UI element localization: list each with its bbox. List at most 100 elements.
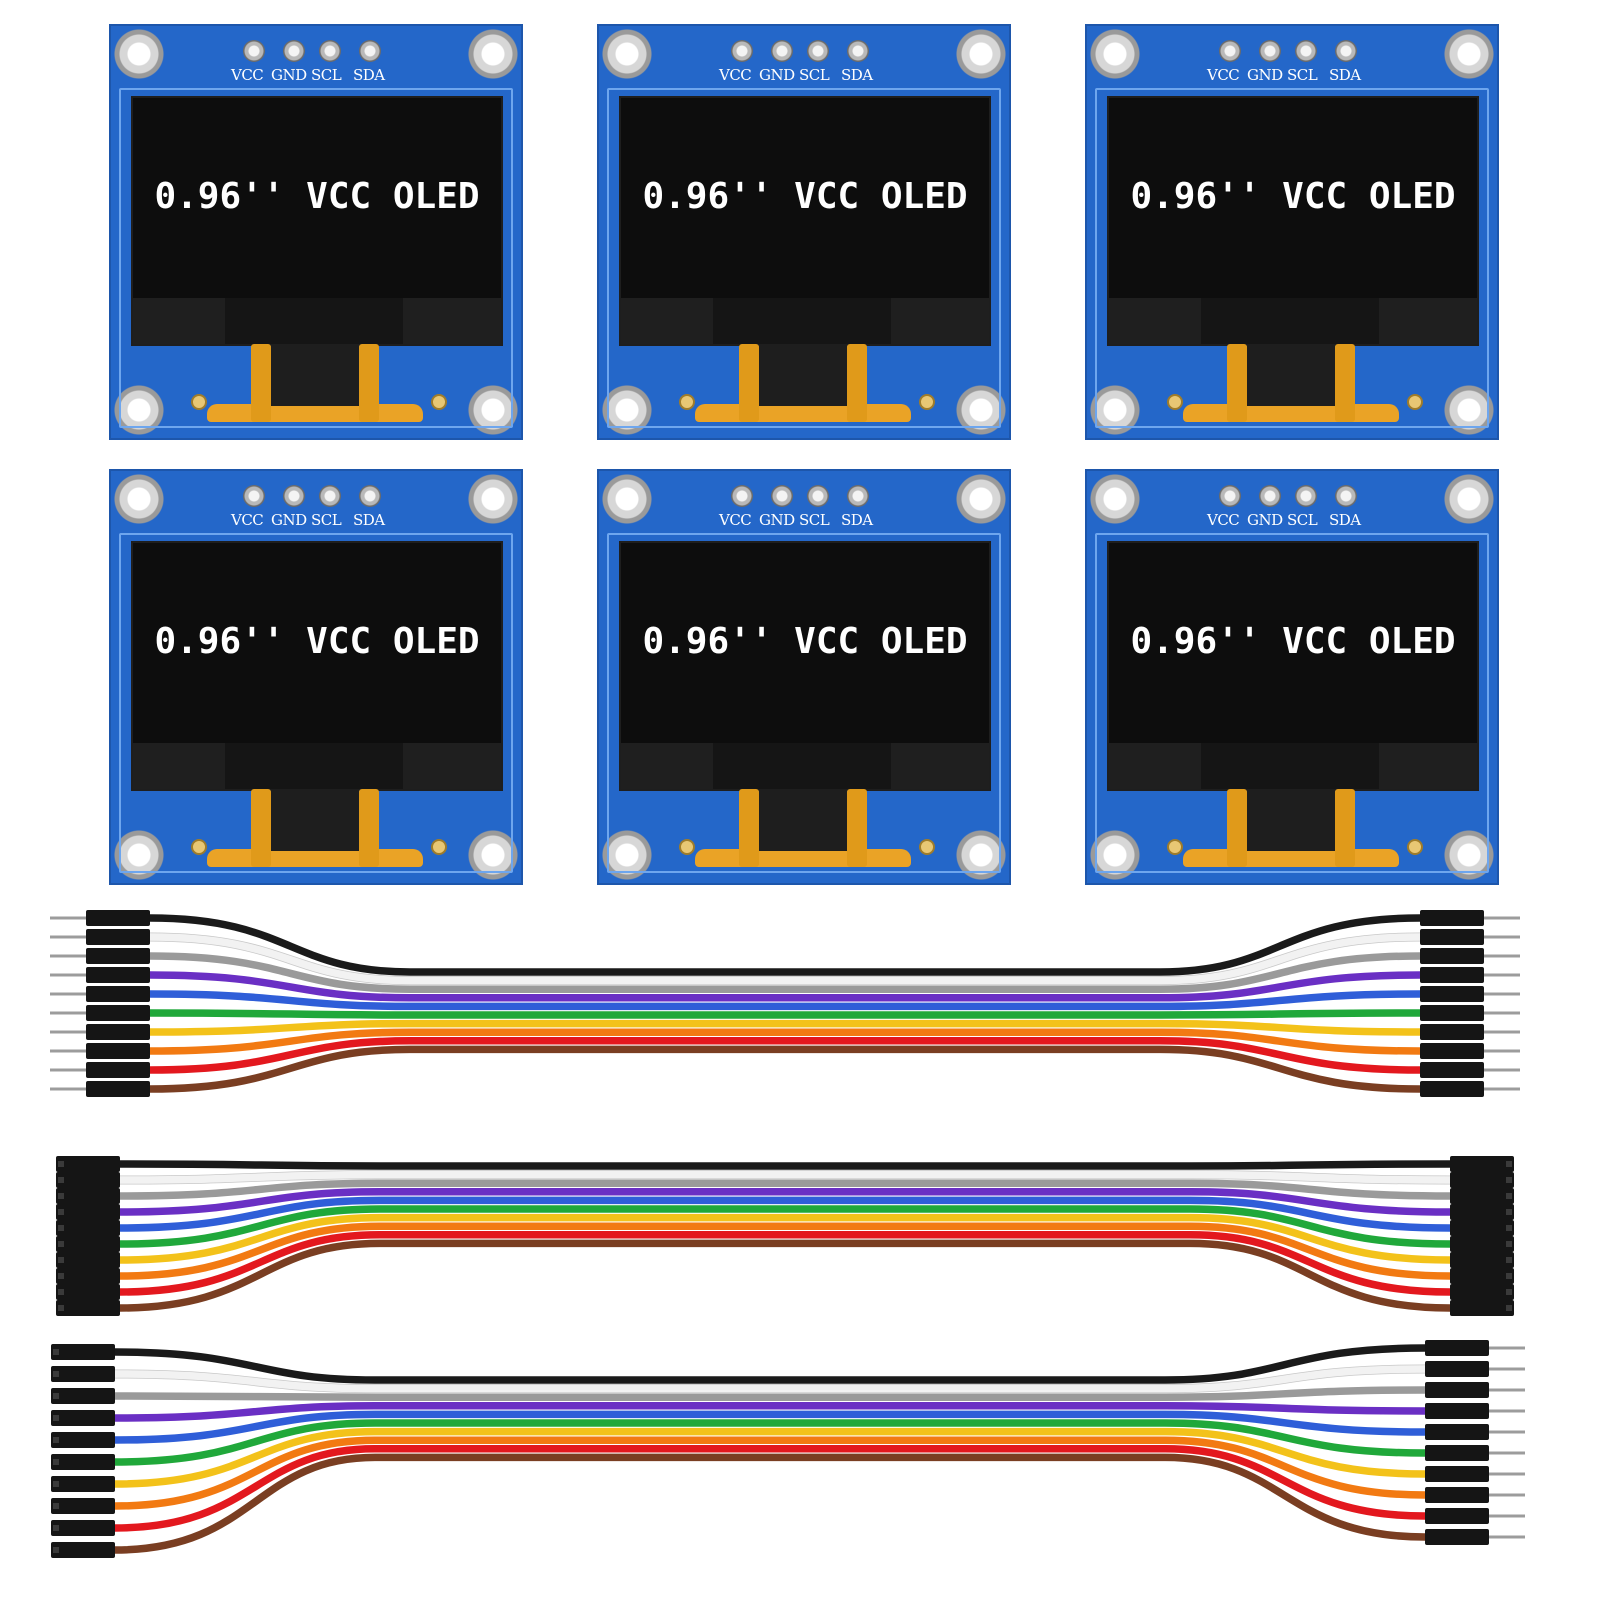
- female-connector: [56, 1172, 120, 1188]
- pin-labels: VCC GND SCL SDA: [719, 511, 899, 531]
- male-connector: [1425, 1340, 1525, 1356]
- pin-label-scl: SCL: [799, 66, 830, 84]
- male-connector: [50, 1024, 150, 1040]
- female-connector: [56, 1300, 120, 1316]
- wire: [119, 1205, 1451, 1248]
- flex-cable: [1183, 789, 1399, 867]
- pin-label-vcc: VCC: [1207, 511, 1240, 529]
- flex-cable: [207, 789, 423, 867]
- male-connector: [50, 986, 150, 1002]
- pin-label-vcc: VCC: [231, 66, 264, 84]
- header-pins: [1213, 481, 1373, 517]
- pin-label-vcc: VCC: [719, 511, 752, 529]
- wire: [114, 1453, 1426, 1554]
- female-connector: [56, 1204, 120, 1220]
- male-connector: [1425, 1445, 1525, 1461]
- header-pins: [237, 36, 397, 72]
- female-connector: [1450, 1172, 1514, 1188]
- pin-label-sda: SDA: [1329, 511, 1361, 529]
- female-connector: [51, 1542, 115, 1558]
- female-connector: [51, 1476, 115, 1492]
- female-connector: [56, 1188, 120, 1204]
- wire: [114, 1344, 1426, 1384]
- male-connector: [50, 929, 150, 945]
- wire: [114, 1436, 1426, 1510]
- mounting-hole: [601, 473, 653, 525]
- female-connector: [56, 1220, 120, 1236]
- header-pins: [1213, 36, 1373, 72]
- jumper-cable-female-male: [51, 1340, 1525, 1558]
- pin-label-sda: SDA: [841, 511, 873, 529]
- wire: [114, 1402, 1426, 1422]
- male-connector: [50, 1062, 150, 1078]
- wire: [114, 1445, 1426, 1532]
- male-connector: [1420, 1043, 1520, 1059]
- male-connector: [1425, 1382, 1525, 1398]
- wire: [119, 1160, 1451, 1170]
- male-connector: [1420, 948, 1520, 964]
- wire: [114, 1419, 1426, 1466]
- jumper-cable-female-female: [56, 1156, 1514, 1316]
- oled-module: VCC GND SCL SDA 0.96'' VCC OLED: [109, 469, 523, 885]
- male-connector: [1425, 1487, 1525, 1503]
- screen-text: 0.96'' VCC OLED: [1130, 176, 1456, 217]
- pin-label-sda: SDA: [353, 511, 385, 529]
- female-connector: [51, 1520, 115, 1536]
- mounting-hole: [467, 473, 519, 525]
- wire: [149, 952, 1421, 993]
- pin-label-gnd: GND: [1247, 66, 1283, 84]
- oled-screen: 0.96'' VCC OLED: [131, 96, 503, 346]
- flex-cable: [695, 344, 911, 422]
- mounting-hole: [1089, 28, 1141, 80]
- pin-labels: VCC GND SCL SDA: [1207, 66, 1387, 86]
- wire: [149, 1037, 1421, 1074]
- female-connector: [56, 1236, 120, 1252]
- pin-label-scl: SCL: [1287, 66, 1318, 84]
- female-connector: [1450, 1156, 1514, 1172]
- pin-label-vcc: VCC: [1207, 66, 1240, 84]
- female-connector: [1450, 1284, 1514, 1300]
- wire: [114, 1410, 1426, 1444]
- male-connector: [1420, 967, 1520, 983]
- oled-screen: 0.96'' VCC OLED: [619, 96, 991, 346]
- pin-label-sda: SDA: [841, 66, 873, 84]
- male-connector: [1420, 910, 1520, 926]
- jumper-cable-male-male: [50, 910, 1520, 1097]
- pin-label-scl: SCL: [311, 511, 342, 529]
- male-connector: [1420, 986, 1520, 1002]
- pin-labels: VCC GND SCL SDA: [231, 511, 411, 531]
- wire: [119, 1213, 1451, 1264]
- mounting-hole: [1089, 473, 1141, 525]
- wire: [119, 1231, 1451, 1296]
- oled-module: VCC GND SCL SDA 0.96'' VCC OLED: [597, 469, 1011, 885]
- pin-labels: VCC GND SCL SDA: [1207, 511, 1387, 531]
- wire: [149, 971, 1421, 1002]
- wire: [119, 1170, 1451, 1184]
- pin-labels: VCC GND SCL SDA: [231, 66, 411, 86]
- male-connector: [50, 948, 150, 964]
- female-connector: [56, 1156, 120, 1172]
- pin-label-vcc: VCC: [719, 66, 752, 84]
- oled-screen: 0.96'' VCC OLED: [131, 541, 503, 791]
- mounting-hole: [113, 473, 165, 525]
- pin-label-gnd: GND: [271, 66, 307, 84]
- pin-labels: VCC GND SCL SDA: [719, 66, 899, 86]
- female-connector: [56, 1252, 120, 1268]
- screen-text: 0.96'' VCC OLED: [154, 176, 480, 217]
- flex-cable: [207, 344, 423, 422]
- male-connector: [1425, 1361, 1525, 1377]
- oled-module: VCC GND SCL SDA 0.96'' VCC OLED: [597, 24, 1011, 440]
- mounting-hole: [113, 28, 165, 80]
- female-connector: [1450, 1268, 1514, 1284]
- wire: [119, 1239, 1451, 1312]
- oled-module: VCC GND SCL SDA 0.96'' VCC OLED: [1085, 469, 1499, 885]
- wire: [149, 914, 1421, 976]
- mounting-hole: [1443, 28, 1495, 80]
- male-connector: [1420, 1005, 1520, 1021]
- wire: [149, 1028, 1421, 1055]
- female-connector: [1450, 1220, 1514, 1236]
- female-connector: [1450, 1252, 1514, 1268]
- female-connector: [51, 1344, 115, 1360]
- oled-module: VCC GND SCL SDA 0.96'' VCC OLED: [109, 24, 523, 440]
- pin-label-scl: SCL: [799, 511, 830, 529]
